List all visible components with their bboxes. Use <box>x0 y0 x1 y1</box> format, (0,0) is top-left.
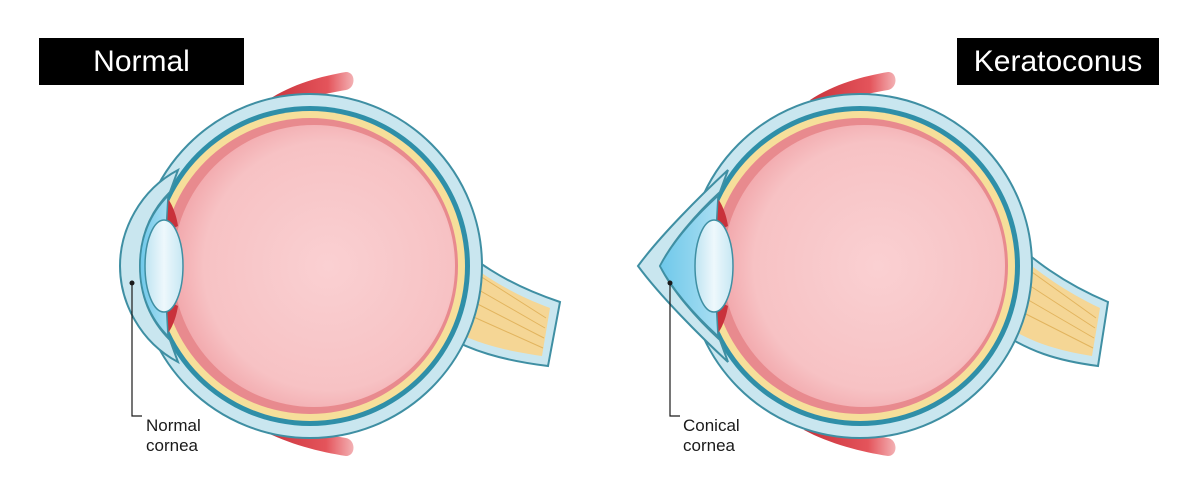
vitreous-body <box>173 125 455 407</box>
label-conical-cornea: Conical cornea <box>683 416 740 456</box>
vitreous-body <box>723 125 1005 407</box>
callout-line-conical <box>667 280 680 417</box>
callout-line-normal <box>129 280 142 417</box>
title-keratoconus: Keratoconus <box>957 38 1159 85</box>
lens-icon <box>144 219 184 313</box>
label-line-2: cornea <box>146 436 198 455</box>
label-line-1: Normal <box>146 416 201 435</box>
lens-icon <box>694 219 734 313</box>
label-normal-cornea: Normal cornea <box>146 416 201 456</box>
eye-keratoconus <box>636 72 1110 456</box>
label-line-2: cornea <box>683 436 735 455</box>
eye-normal <box>118 72 562 456</box>
title-normal: Normal <box>39 38 244 85</box>
label-line-1: Conical <box>683 416 740 435</box>
